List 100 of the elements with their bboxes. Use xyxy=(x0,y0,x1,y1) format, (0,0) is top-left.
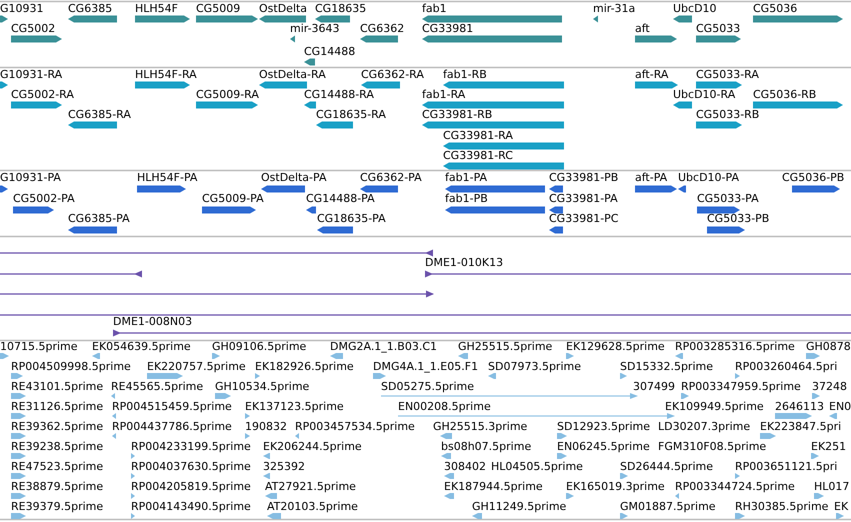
feature-label: DME1-008N03 xyxy=(113,315,192,328)
feature-label: CG6385-RA xyxy=(68,108,131,121)
feature-label: EN0 xyxy=(829,400,851,413)
feature-label: 308402 xyxy=(444,460,486,473)
feature-label: CG5009 xyxy=(196,2,240,15)
feature-label: GH25515.3prime xyxy=(433,420,528,433)
feature-label: GH25515.5prime xyxy=(458,340,552,353)
feature-label: RP004143490.5prime xyxy=(131,500,251,513)
feature-label: UbcD10 xyxy=(673,2,717,15)
feature-label: CG33981-RA xyxy=(443,129,513,142)
feature-label: GH10534.5prime xyxy=(215,380,310,393)
feature-label: CG5002-RA xyxy=(11,88,74,101)
feature-label: CG14488 xyxy=(304,45,356,58)
feature-label: EK182926.5prime xyxy=(255,360,354,373)
feature-label: EK054639.5prime xyxy=(92,340,191,353)
feature-label: DME1-010K13 xyxy=(425,256,504,269)
feature-label: GM01887.5prime xyxy=(620,500,716,513)
feature-label: CG33981-PC xyxy=(549,212,618,225)
feature-label: HL017 xyxy=(814,480,850,493)
feature-label: DMG4A.1_1.E05.F1 xyxy=(373,360,478,373)
feature-label: RE43101.5prime xyxy=(11,380,104,393)
feature-label: EK220757.5prime xyxy=(147,360,246,373)
feature-label: CG5033-RB xyxy=(696,108,760,121)
feature-label: EK187944.5prime xyxy=(444,480,543,493)
feature-label: 2646113 xyxy=(775,400,824,413)
feature-label: SD26444.5prime xyxy=(620,460,713,473)
feature-label: CG6362-PA xyxy=(360,171,422,184)
feature-label: mir-3643 xyxy=(290,22,340,35)
feature-label: GH0878 xyxy=(806,340,851,353)
feature-label: RP004437786.5prime xyxy=(112,420,232,433)
feature-label: EK129628.5prime xyxy=(566,340,665,353)
feature-label: HLH54F xyxy=(135,2,178,15)
feature-label: RE45565.5prime xyxy=(111,380,204,393)
feature-label: UbcD10-RA xyxy=(673,88,736,101)
feature-label: 307499 xyxy=(633,380,675,393)
feature-label: UbcD10-PA xyxy=(678,171,739,184)
feature-label: 37248 xyxy=(812,380,847,393)
feature-label: EN06245.5prime xyxy=(557,440,650,453)
feature-label: EK223847.5pri xyxy=(760,420,842,433)
feature-label: CG14488-PA xyxy=(306,192,375,205)
feature-label: fab1-PA xyxy=(445,171,488,184)
feature-label: SD15332.5prime xyxy=(620,360,713,373)
feature-label: CG5036-PB xyxy=(782,171,844,184)
feature-label: AT20103.5prime xyxy=(267,500,358,513)
feature-label: CG6385 xyxy=(68,2,112,15)
feature-label: RP003260464.5pri xyxy=(735,360,838,373)
feature-label: OstDelta-RA xyxy=(259,68,326,81)
feature-label: CG5002 xyxy=(11,22,56,35)
feature-label: CG6362 xyxy=(360,22,404,35)
feature-label: RP003457534.5prime xyxy=(295,420,415,433)
feature-label: CG6362-RA xyxy=(361,68,424,81)
feature-label: CG5033-RA xyxy=(696,68,759,81)
feature-label: RP004037630.5prime xyxy=(131,460,251,473)
feature-label: RP003347959.5prime xyxy=(681,380,801,393)
feature-label: CG18635-RA xyxy=(316,108,386,121)
feature-label: CG5033 xyxy=(696,22,740,35)
feature-label: CG33981-RB xyxy=(422,108,492,121)
feature-label: RE39238.5prime xyxy=(11,440,104,453)
feature-label: CG5009-RA xyxy=(196,88,259,101)
feature-label: EK137123.5prime xyxy=(245,400,344,413)
feature-label: fab1 xyxy=(422,2,447,15)
feature-label: SD12923.5prime xyxy=(557,420,650,433)
feature-label: CG5009-PA xyxy=(202,192,264,205)
feature-label: FGM310F08.5prime xyxy=(658,440,766,453)
feature-label: OstDelta-PA xyxy=(261,171,326,184)
feature-label: EK165019.3prime xyxy=(566,480,665,493)
feature-label: CG33981-RC xyxy=(443,149,513,162)
feature-label: EK251 xyxy=(811,440,846,453)
feature-label: 190832 xyxy=(245,420,287,433)
feature-label: CG5036-RB xyxy=(753,88,816,101)
feature-label: RP004515459.5prime xyxy=(112,400,232,413)
feature-label: aft-RA xyxy=(635,68,668,81)
feature-label: bs08h07.5prime xyxy=(441,440,532,453)
feature-label: CG5002-PA xyxy=(13,192,75,205)
feature-label: LD30207.3prime xyxy=(658,420,750,433)
feature-label: RP004233199.5prime xyxy=(131,440,251,453)
feature-label: 10715.5prime xyxy=(0,340,78,353)
feature-label: HL04505.5prime xyxy=(491,460,583,473)
feature-label: CG5033-PB xyxy=(707,212,770,225)
feature-label: fab1-PB xyxy=(445,192,488,205)
feature-label: fab1-RA xyxy=(422,88,466,101)
feature-label: CG5033-PA xyxy=(697,192,759,205)
feature-label: OstDelta xyxy=(259,2,308,15)
feature-label: DMG2A.1_1.B03.C1 xyxy=(330,340,438,353)
feature-label: RP004205819.5prime xyxy=(131,480,251,493)
feature-label: G10931-RA xyxy=(0,68,62,81)
feature-label: RP003285316.5prime xyxy=(675,340,795,353)
feature-label: aft-PA xyxy=(635,171,668,184)
feature-label: SD07973.5prime xyxy=(488,360,581,373)
feature-label: HLH54F-PA xyxy=(137,171,198,184)
feature-label: G10931 xyxy=(0,2,44,15)
feature-label: EK xyxy=(834,500,848,513)
feature-label: CG33981 xyxy=(422,22,474,35)
feature-label: RE39362.5prime xyxy=(11,420,104,433)
feature-label: RP003344724.5prime xyxy=(675,480,795,493)
feature-label: RE38879.5prime xyxy=(11,480,104,493)
feature-label: RP004509998.5prime xyxy=(11,360,131,373)
feature-label: RE39379.5prime xyxy=(11,500,104,513)
feature-label: EK206244.5prime xyxy=(263,440,362,453)
feature-label: RE31126.5prime xyxy=(11,400,104,413)
